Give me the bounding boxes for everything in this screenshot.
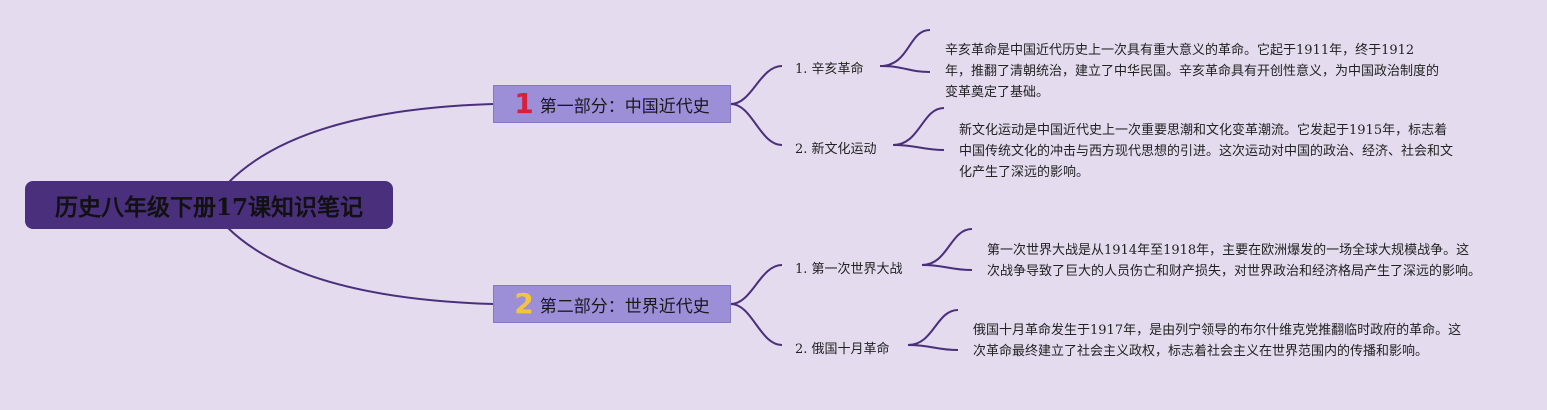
topic-description: 俄国十月革命发生于1917年，是由列宁领导的布尔什维克党推翻临时政府的革命。这次… xyxy=(973,323,1462,359)
topic-node[interactable]: 2. 新文化运动 xyxy=(795,142,877,157)
topic-node[interactable]: 2. 俄国十月革命 xyxy=(795,342,890,357)
connector-root-section-1 xyxy=(227,103,494,184)
connector-topic-desc-1 xyxy=(879,29,931,73)
connector-topic-desc-2 xyxy=(892,107,945,151)
section-title: 第二部分：世界近代史 xyxy=(539,296,710,317)
connector-section-1-topic-1 xyxy=(730,65,783,105)
topic-description: 第一次世界大战是从1914年至1918年，主要在欧洲爆发的一场全球大规模战争。这… xyxy=(987,243,1482,279)
topic-node[interactable]: 1. 辛亥革命 xyxy=(795,62,864,77)
topic-node[interactable]: 1. 第一次世界大战 xyxy=(795,262,903,277)
connector-section-2-topic-2 xyxy=(730,303,783,346)
section-node-1[interactable]: 1 第一部分：中国近代史 xyxy=(493,85,731,123)
section-number-badge: 2 xyxy=(514,287,534,320)
topic-description: 辛亥革命是中国近代历史上一次具有重大意义的革命。它起于1911年，终于1912年… xyxy=(945,43,1440,100)
section-title: 第一部分：中国近代史 xyxy=(539,96,710,117)
connector-section-2-topic-1 xyxy=(730,264,783,305)
connector-topic-desc-3 xyxy=(921,228,973,271)
topic-description: 新文化运动是中国近代史上一次重要思潮和文化变革潮流。它发起于1915年，标志着中… xyxy=(959,123,1454,180)
root-node[interactable]: 历史八年级下册17课知识笔记 xyxy=(25,181,393,229)
section-number-badge: 1 xyxy=(514,87,534,120)
connector-section-1-topic-2 xyxy=(730,103,783,146)
connector-root-section-2 xyxy=(227,227,494,305)
root-title: 历史八年级下册17课知识笔记 xyxy=(54,194,363,221)
connector-topic-desc-4 xyxy=(907,309,959,351)
section-node-2[interactable]: 2 第二部分：世界近代史 xyxy=(493,285,731,323)
